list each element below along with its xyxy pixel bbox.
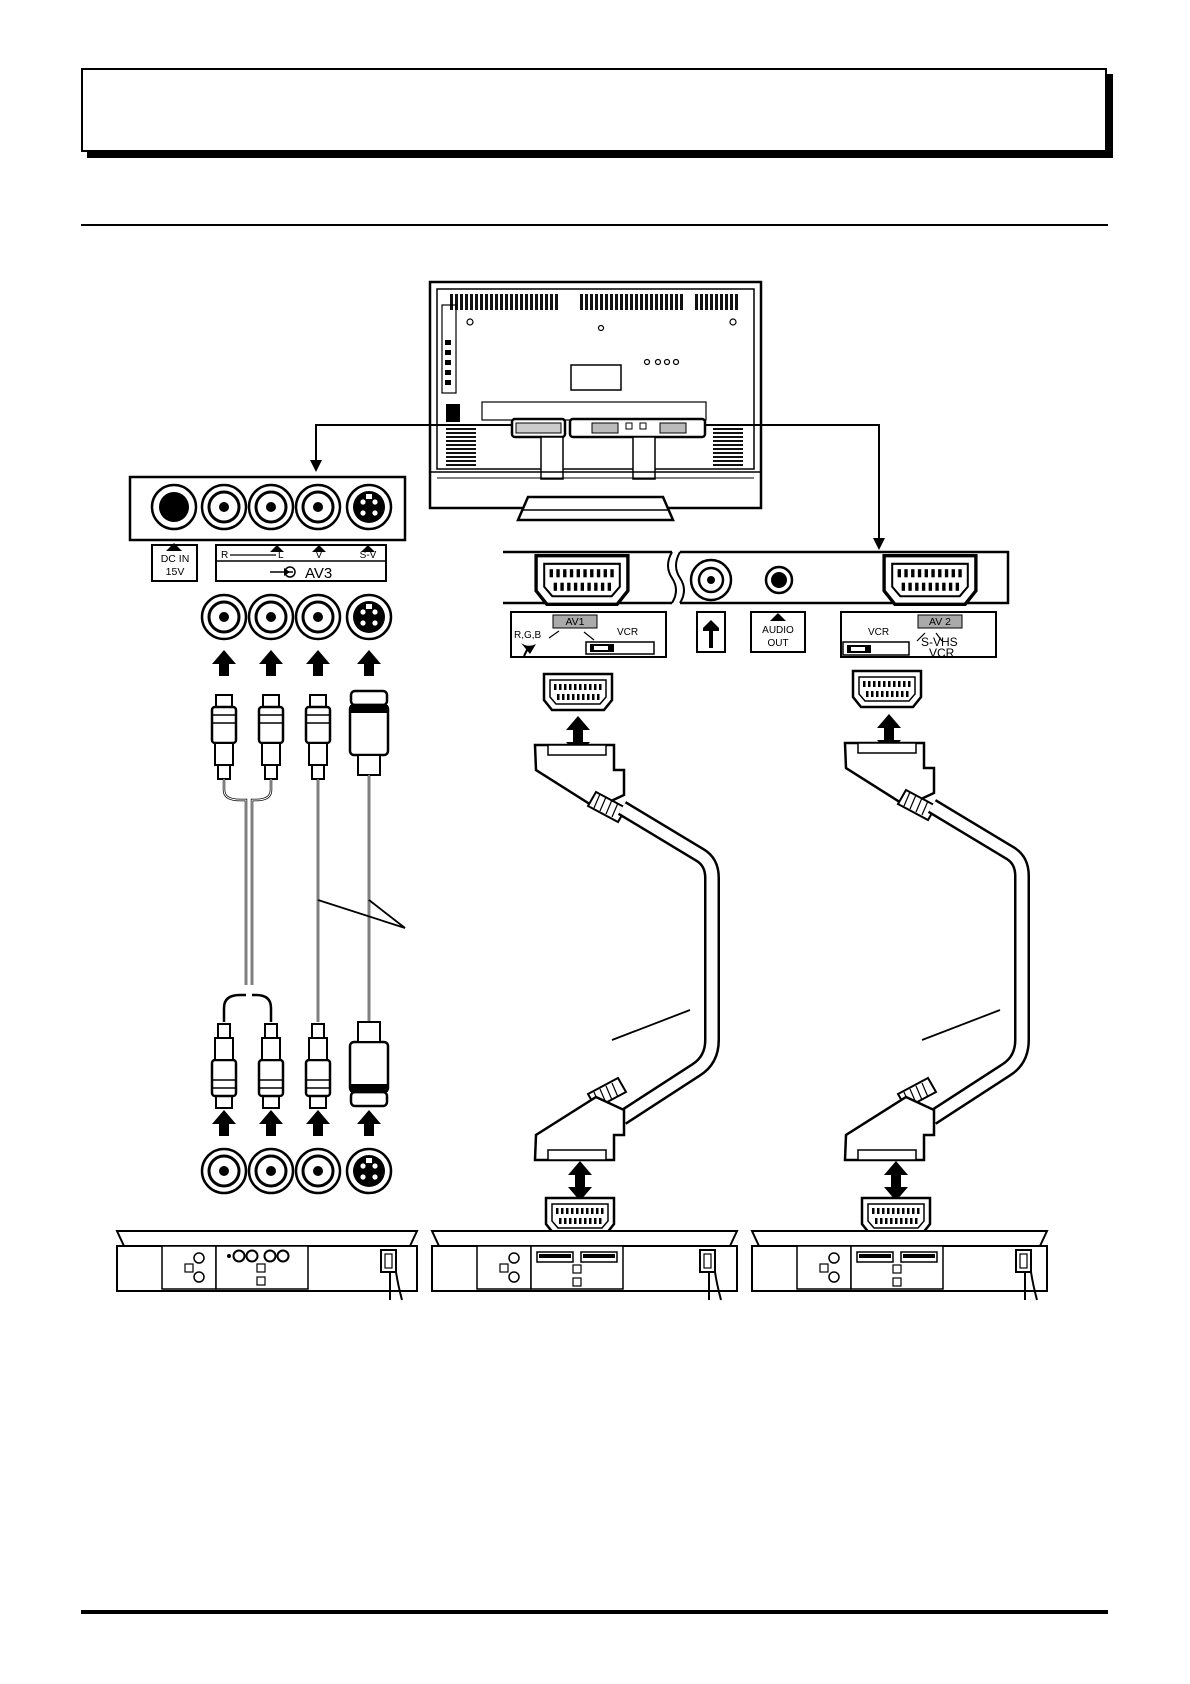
av3-l-label: L	[278, 550, 284, 561]
av2-vcr-label: VCR	[868, 627, 889, 638]
arrow-up-icon	[259, 650, 283, 676]
av3-sv-label: S-V	[360, 550, 377, 561]
av3-side-panel	[128, 475, 407, 542]
scart-cable-av2	[843, 669, 1030, 1236]
av3-video-jack[interactable]	[294, 483, 342, 531]
av3-r-label: R	[221, 550, 228, 561]
tv-rear-view	[428, 280, 763, 522]
arrow-up-icon	[212, 1110, 236, 1136]
arrow-up-icon	[306, 650, 330, 676]
arrow-up-icon	[212, 650, 236, 676]
av2-label: AV 2	[929, 616, 951, 628]
av3-v-label: V	[316, 550, 323, 561]
av1-scart-socket[interactable]	[534, 554, 630, 606]
av1-rgb-label: R,G,B	[514, 630, 542, 641]
antenna-icon	[703, 620, 719, 648]
double-arrow-icon	[568, 1161, 592, 1201]
av1-label-block: AV1 R,G,B VCR	[510, 611, 667, 658]
arrow-up-icon	[259, 1110, 283, 1136]
av3-label: AV3	[305, 565, 332, 582]
satellite-icon	[521, 643, 536, 657]
av2-label-block: AV 2 VCR S-VHS VCR	[840, 611, 997, 660]
av3-audio-r-jack[interactable]	[200, 483, 248, 531]
leader-lines	[315, 424, 880, 540]
av2-scart-socket[interactable]	[882, 554, 978, 606]
arrow-up-icon	[357, 1110, 381, 1136]
dc-in-label: DC IN 15V	[151, 543, 198, 582]
dc-in-voltage: 15V	[166, 566, 185, 578]
vcr-device-2	[430, 1230, 739, 1301]
dc-in-text: DC IN	[161, 553, 190, 565]
av3-audio-l-jack[interactable]	[247, 483, 295, 531]
audio-out-text: AUDIO	[762, 625, 794, 636]
av2-svhs-label: S-VHS	[921, 635, 958, 649]
av2-svhs-vcr-label: VCR	[929, 646, 955, 660]
arrow-up-icon	[306, 1110, 330, 1136]
double-arrow-icon	[884, 1161, 908, 1201]
av3-cable-set	[200, 593, 406, 1195]
scart-rear-panel	[503, 550, 1010, 606]
av3-svideo-jack[interactable]	[345, 483, 393, 531]
header-rule	[81, 224, 1108, 226]
scart-cable-av1	[533, 672, 720, 1236]
av1-vcr-label: VCR	[617, 627, 638, 638]
footer-rule	[81, 1610, 1108, 1614]
audio-out-label: AUDIO OUT	[750, 611, 806, 653]
antenna-label	[696, 611, 726, 653]
title-box	[81, 68, 1107, 152]
arrow-up-icon	[357, 650, 381, 676]
av3-label-block: R L V S-V AV3	[215, 544, 387, 582]
vcr-device-1	[115, 1230, 419, 1301]
av1-label: AV1	[565, 616, 584, 628]
vcr-device-3	[750, 1230, 1049, 1301]
audio-out-text2: OUT	[767, 638, 788, 649]
